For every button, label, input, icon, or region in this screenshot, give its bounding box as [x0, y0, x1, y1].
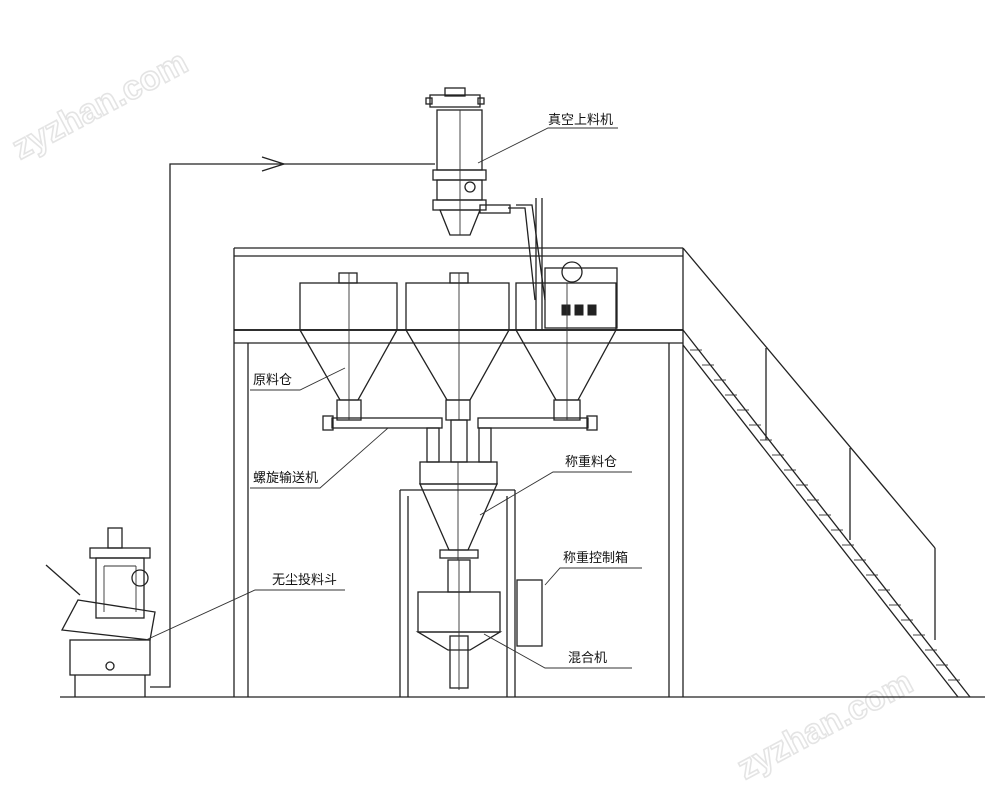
raw-material-bin-3 [514, 282, 618, 421]
raw-material-bin-1 [298, 272, 399, 421]
vacuum-loader [425, 87, 511, 236]
label-mixer: 混合机 [568, 651, 607, 666]
weigh-control-box [516, 579, 543, 647]
label-weigh-bin: 称重料仓 [565, 454, 617, 470]
leader-lines [145, 127, 642, 669]
steel-frame [233, 247, 684, 697]
mixer-support-frame [399, 489, 516, 697]
staircase [682, 247, 971, 698]
mixer [415, 559, 503, 690]
watermark-top-left: zyzhan.com [6, 43, 194, 167]
label-vacuum-loader: 真空上料机 [548, 113, 613, 128]
raw-material-bin-2 [404, 272, 511, 421]
label-dustless-hopper: 无尘投料斗 [272, 572, 337, 588]
label-screw-conveyor: 螺旋输送机 [253, 470, 318, 486]
label-raw-material-bin: 原料仓 [253, 373, 292, 388]
label-weigh-control-box: 称重控制箱 [563, 550, 628, 566]
vacuum-conveying-line [150, 156, 435, 688]
weigh-bin [419, 461, 498, 560]
watermark-bottom-right: zyzhan.com [731, 663, 919, 787]
control-cabinet [535, 198, 618, 330]
vacuum-loader-feed-pipe [508, 204, 546, 301]
screw-conveyor [322, 415, 598, 463]
dustless-feeding-hopper [45, 527, 156, 697]
